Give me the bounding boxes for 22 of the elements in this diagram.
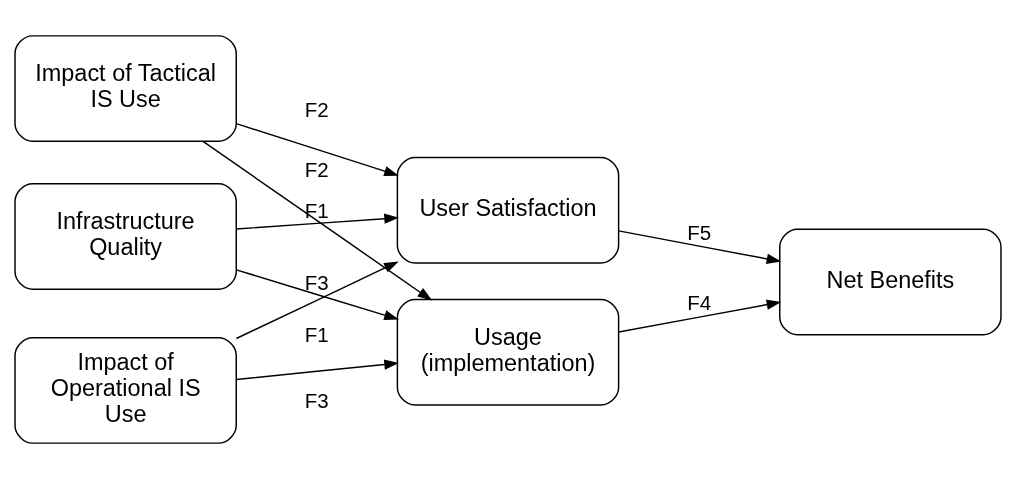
edge-label: F1 xyxy=(304,198,329,222)
arrow xyxy=(617,230,782,264)
edge-label: F2 xyxy=(304,157,329,181)
node-box: Infrastructure Quality xyxy=(14,183,237,291)
edge-label: F4 xyxy=(687,291,712,315)
arrow xyxy=(235,359,399,381)
arrow xyxy=(617,299,782,333)
arrow xyxy=(235,122,399,177)
node-box: Usage (implementation) xyxy=(396,298,620,406)
node-box: Net Benefits xyxy=(779,228,1002,336)
edge-label: F3 xyxy=(304,389,329,413)
node-box: User Satisfaction xyxy=(396,156,620,264)
arrow xyxy=(202,140,433,301)
node-box: Impact of Operational IS Use xyxy=(14,336,237,444)
edge-label: F1 xyxy=(304,323,329,347)
node-box: Impact of Tactical IS Use xyxy=(14,35,237,143)
edge-label: F3 xyxy=(304,270,329,294)
arrow xyxy=(235,213,399,230)
edge-label: F2 xyxy=(304,97,329,121)
edge-label: F5 xyxy=(687,220,712,244)
arrow xyxy=(235,261,399,340)
arrow xyxy=(235,269,399,321)
